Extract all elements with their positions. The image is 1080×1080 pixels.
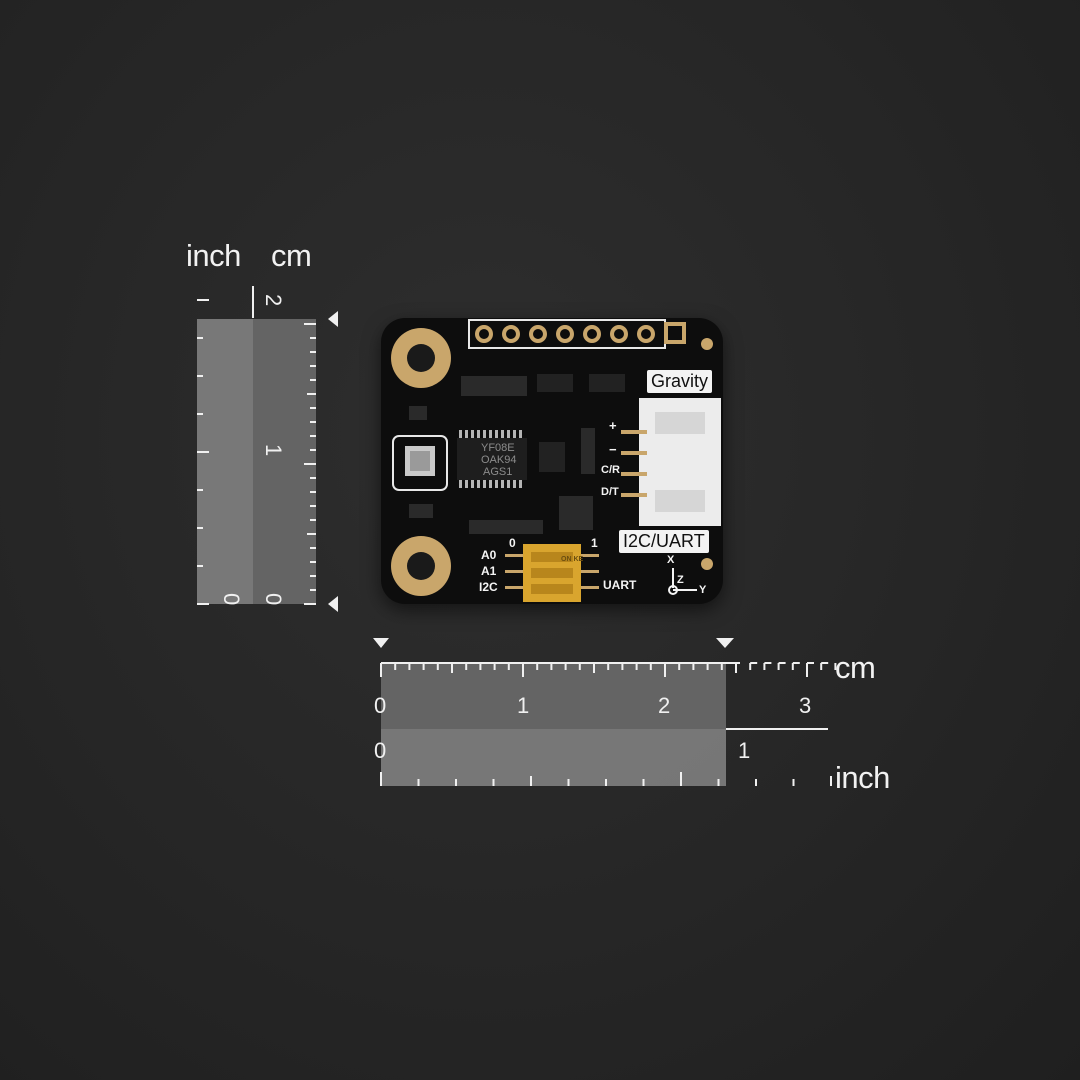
chip-marking-line-1: YF08E xyxy=(481,442,515,454)
transistor-1 xyxy=(537,374,573,392)
smd-capacitor-1 xyxy=(409,406,427,420)
horizontal-ruler-ticks xyxy=(373,638,837,786)
vertical-ruler-ticks xyxy=(197,286,338,612)
gravity-connector xyxy=(621,398,721,526)
dip-switch xyxy=(505,544,599,602)
horizontal-ruler-cm-tick-2: 2 xyxy=(658,693,671,718)
axis-marker xyxy=(668,568,697,595)
gravity-label: Gravity xyxy=(647,370,713,393)
vertical-ruler-inch-tick-0: 0 xyxy=(219,593,244,606)
pin-label-dt: D/T xyxy=(601,486,619,498)
mounting-hole-top xyxy=(391,328,451,388)
pin-header-top xyxy=(468,319,686,349)
vertical-ruler-inch-band xyxy=(197,319,253,604)
pin-label-cr: C/R xyxy=(601,464,620,476)
axis-label-y: Y xyxy=(699,584,707,596)
horizontal-ruler-inch-label: inch xyxy=(835,760,890,795)
secondary-ic xyxy=(539,442,565,472)
vertical-ruler-cm-label: cm xyxy=(271,238,312,273)
switch-label-one: 1 xyxy=(591,536,598,550)
transistor-2 xyxy=(589,374,625,392)
vertical-ruler-inch-label: inch xyxy=(186,238,241,273)
smd-capacitor-2 xyxy=(409,504,433,518)
switch-label-zero: 0 xyxy=(509,536,516,550)
board-components xyxy=(391,319,721,602)
addr-label-a0: A0 xyxy=(481,548,497,562)
main-ic-chip xyxy=(457,430,527,488)
horizontal-ruler-cm-tick-3: 3 xyxy=(799,693,812,718)
interface-label: I2C/UART xyxy=(619,530,709,553)
v-ruler-bottom-marker xyxy=(328,596,338,612)
axis-label-z: Z xyxy=(677,574,684,586)
pin-label-minus: − xyxy=(609,442,617,457)
chip-marking-line-3: AGS1 xyxy=(483,466,513,478)
h-ruler-right-marker xyxy=(716,638,734,648)
qfn-ic xyxy=(559,496,593,530)
addr-label-i2c: I2C xyxy=(479,580,498,594)
horizontal-ruler-cm-label: cm xyxy=(835,650,876,685)
dip-switch-marking: ON KE xyxy=(561,556,584,563)
horizontal-ruler-inch-band xyxy=(381,729,726,786)
horizontal-ruler-cm-tick-0: 0 xyxy=(374,693,387,718)
horizontal-ruler-inch-tick-0: 0 xyxy=(374,738,387,763)
pin-label-plus: + xyxy=(609,418,617,433)
v-ruler-top-marker xyxy=(328,311,338,327)
sensor-board: YF08E OAK94 AGS1 Gravity I2C/UART + − C/… xyxy=(381,318,723,604)
axis-label-x: X xyxy=(667,554,675,566)
smd-resistor-array-1 xyxy=(461,376,527,396)
horizontal-ruler-inch-tick-1: 1 xyxy=(738,738,751,763)
chip-marking-line-2: OAK94 xyxy=(481,454,517,466)
via-pad-bottom-right xyxy=(701,558,713,570)
via-pad-top-right xyxy=(701,338,713,350)
addr-label-a1: A1 xyxy=(481,564,497,578)
smd-resistor-array-2 xyxy=(469,520,543,534)
h-ruler-left-marker xyxy=(373,638,389,648)
horizontal-ruler-cm-band xyxy=(381,663,726,729)
vertical-ruler-cm-tick-0: 0 xyxy=(261,593,286,606)
vertical-ruler-cm-tick-2: 2 xyxy=(261,294,286,307)
horizontal-ruler-cm-tick-1: 1 xyxy=(517,693,530,718)
uart-label: UART xyxy=(603,578,637,592)
smd-passives-column xyxy=(581,428,595,474)
mounting-hole-bottom xyxy=(391,536,451,596)
gas-sensor-element xyxy=(392,435,448,491)
vertical-ruler-cm-tick-1: 1 xyxy=(261,444,286,457)
vertical-ruler-cm-band xyxy=(253,319,316,604)
